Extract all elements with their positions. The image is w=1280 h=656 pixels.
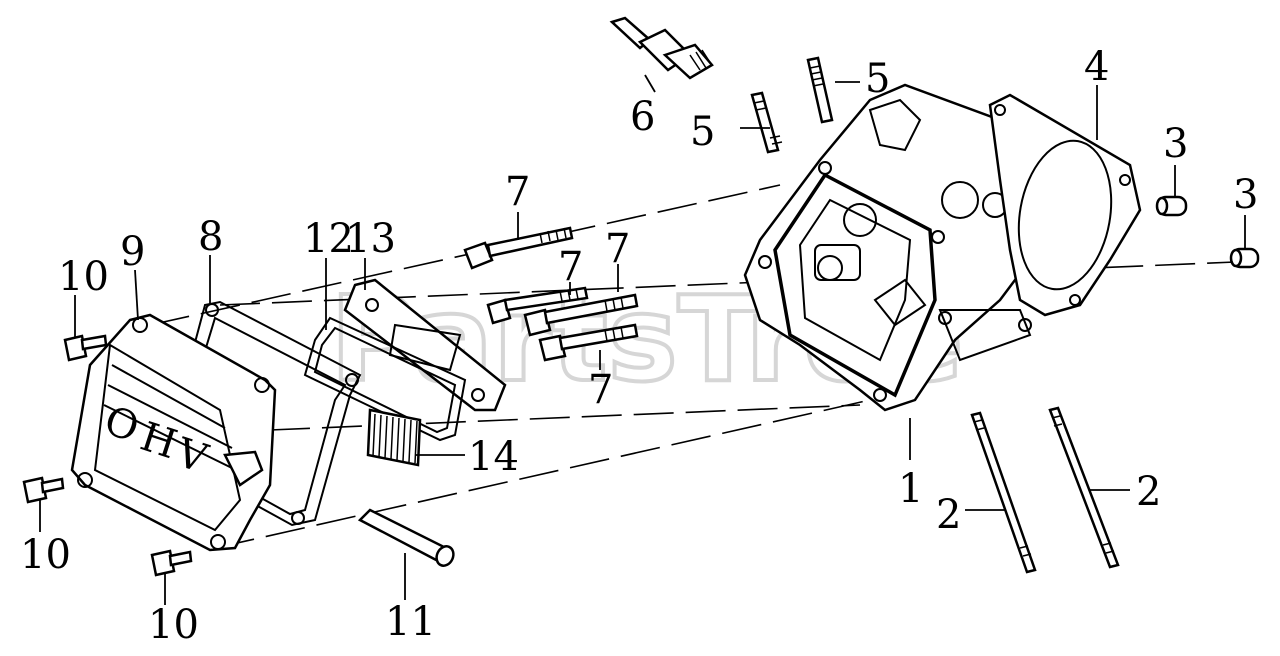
leader-lines	[39, 74, 1246, 605]
breather-gasket	[303, 316, 467, 442]
callout-7-middle-left: 7	[558, 244, 583, 290]
callout-labels: 1 2 2 3 3 4 5 5 6 7 7 7 7 8 9 10 10 10 1…	[20, 44, 1258, 648]
callout-6: 6	[630, 94, 655, 140]
bolt-middle-1	[486, 286, 589, 325]
long-stud-right	[1048, 406, 1120, 569]
valve-cover: O H V	[70, 313, 277, 552]
callout-11: 11	[385, 599, 436, 645]
stud-lower	[750, 91, 783, 154]
callout-10-upper: 10	[58, 254, 109, 300]
dowel-pin-right-upper	[1155, 195, 1188, 217]
long-stud-left	[970, 411, 1037, 574]
callout-2-left: 2	[936, 492, 961, 538]
bolt-top	[463, 226, 574, 270]
bolt-bottom	[538, 323, 639, 362]
bolt-middle-2	[523, 293, 639, 337]
cylinder-head	[743, 83, 1042, 412]
callout-2-right: 2	[1136, 469, 1161, 515]
callout-4: 4	[1084, 44, 1109, 90]
stud-upper	[806, 56, 834, 124]
cover-bolt-left	[22, 476, 65, 504]
head-gasket	[988, 93, 1142, 317]
callout-7-bottom: 7	[588, 367, 613, 413]
callout-8: 8	[198, 214, 223, 260]
spark-plug	[609, 16, 714, 80]
callout-13: 13	[345, 216, 396, 262]
tube	[357, 508, 455, 567]
callout-1: 1	[898, 466, 923, 512]
callout-14: 14	[468, 434, 519, 480]
callout-12: 12	[303, 216, 354, 262]
callout-7-middle-right: 7	[605, 226, 630, 272]
callout-9: 9	[120, 229, 145, 275]
callout-5-upper: 5	[865, 56, 890, 102]
dowel-pin-right-lower	[1229, 247, 1260, 269]
callout-10-lower: 10	[148, 602, 199, 648]
callout-5-lower: 5	[690, 109, 715, 155]
callout-10-left: 10	[20, 532, 71, 578]
callout-3-lower: 3	[1233, 172, 1258, 218]
callout-3-upper: 3	[1163, 121, 1188, 167]
filter-element	[366, 408, 422, 467]
cover-bolt-lower	[150, 549, 193, 577]
callout-7-top: 7	[505, 169, 530, 215]
cover-bolt-upper	[63, 334, 108, 362]
breather-plate	[343, 278, 507, 412]
